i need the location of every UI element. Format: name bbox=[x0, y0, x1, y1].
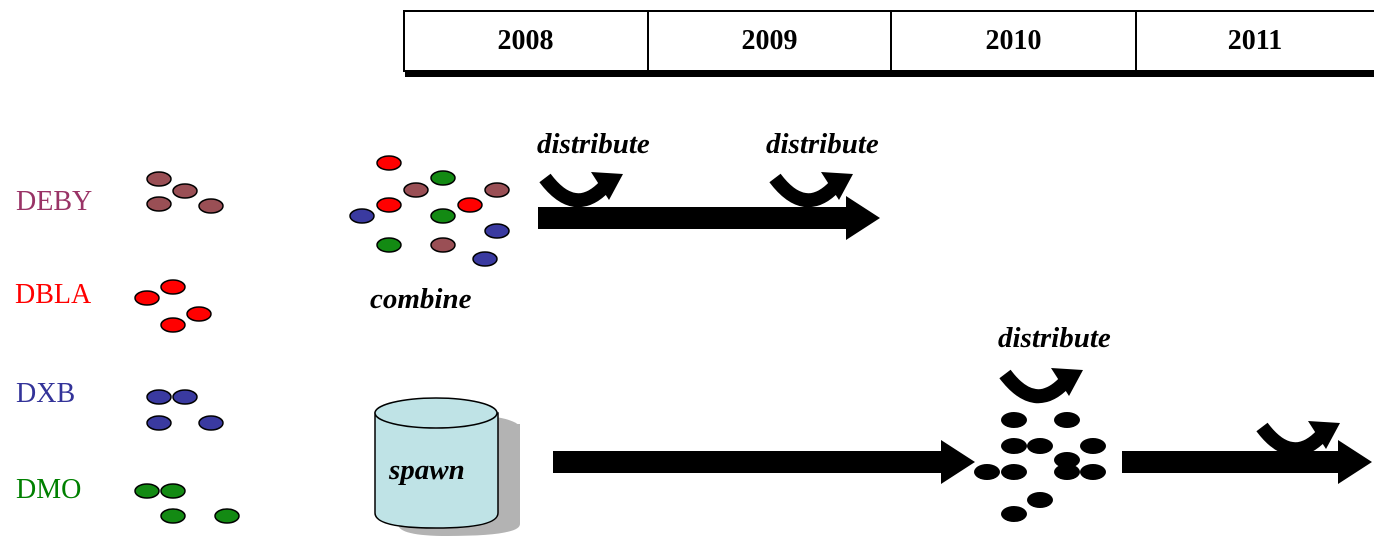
dxb-dots bbox=[146, 389, 224, 431]
year-2008: 2008 bbox=[497, 25, 554, 56]
combined-dots bbox=[349, 155, 510, 267]
distribute-label-1: distribute bbox=[537, 128, 650, 160]
spawn-cylinder bbox=[374, 397, 520, 536]
dmo-dots bbox=[134, 483, 240, 524]
top-arrow bbox=[538, 196, 880, 240]
timeline-frame bbox=[403, 10, 1374, 77]
year-2011: 2011 bbox=[1227, 25, 1283, 56]
label-dmo: DMO bbox=[16, 474, 82, 505]
label-deby: DEBY bbox=[16, 186, 93, 217]
distribute-label-2: distribute bbox=[766, 128, 879, 160]
distribute-icon-2 bbox=[775, 172, 853, 200]
distribute-label-3: distribute bbox=[998, 322, 1111, 354]
year-2009: 2009 bbox=[741, 25, 798, 56]
label-dxb: DXB bbox=[16, 378, 76, 409]
distribute-icon-4 bbox=[1262, 421, 1340, 449]
label-dbla: DBLA bbox=[15, 279, 92, 310]
dbla-dots bbox=[134, 279, 212, 333]
distribute-icon-3 bbox=[1005, 368, 1083, 396]
combine-label: combine bbox=[370, 283, 472, 315]
bottom-arrow-1 bbox=[553, 440, 975, 484]
bottom-arrow-2 bbox=[1122, 440, 1372, 484]
black-dots bbox=[974, 412, 1106, 522]
distribute-icon-1 bbox=[545, 172, 623, 200]
spawn-label: spawn bbox=[389, 454, 465, 486]
deby-dots bbox=[146, 171, 224, 214]
year-2010: 2010 bbox=[985, 25, 1042, 56]
timeline-header: 2008 2009 2010 2011 bbox=[403, 10, 1374, 78]
